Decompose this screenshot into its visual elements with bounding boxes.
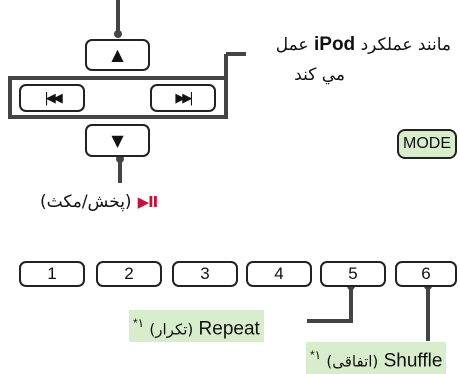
repeat-label: *۱ (تكرار) Repeat <box>129 310 264 343</box>
down-button[interactable]: ▼ <box>85 124 150 157</box>
ipod-brand: iPod <box>314 34 356 55</box>
next-track-button[interactable]: ▶▶| <box>150 84 216 112</box>
mode-button[interactable]: MODE <box>397 129 457 159</box>
down-arrow-icon: ▼ <box>111 130 124 150</box>
shuffle-label: *۱ (اتفاقی) Shuffle <box>306 342 447 374</box>
previous-track-button[interactable]: |◀◀ <box>19 84 85 112</box>
ipod-note-line1: مانند عملکرد iPod عمل <box>275 34 451 55</box>
preset-button-3[interactable]: 3 <box>172 261 238 287</box>
up-connector-dot <box>114 30 122 38</box>
up-arrow-icon: ▲ <box>111 45 124 64</box>
up-button[interactable]: ▲ <box>85 39 150 71</box>
previous-track-icon: |◀◀ <box>44 90 62 106</box>
ipod-note-line2: مي كند <box>294 65 345 85</box>
preset-button-5-repeat[interactable]: 5 <box>320 261 386 287</box>
next-track-icon: ▶▶| <box>175 90 193 106</box>
down-connector-dot <box>116 155 124 163</box>
play-pause-label: (پخش/مكث) ▶II <box>40 190 159 214</box>
preset-button-2[interactable]: 2 <box>96 261 162 287</box>
skip-bracket <box>8 76 228 119</box>
preset-button-6-shuffle[interactable]: 6 <box>395 261 457 287</box>
play-pause-icon: ▶II <box>137 193 159 211</box>
preset-button-4[interactable]: 4 <box>246 261 312 287</box>
preset-button-1[interactable]: 1 <box>19 261 85 287</box>
play-pause-text: (پخش/مكث) <box>40 192 132 212</box>
